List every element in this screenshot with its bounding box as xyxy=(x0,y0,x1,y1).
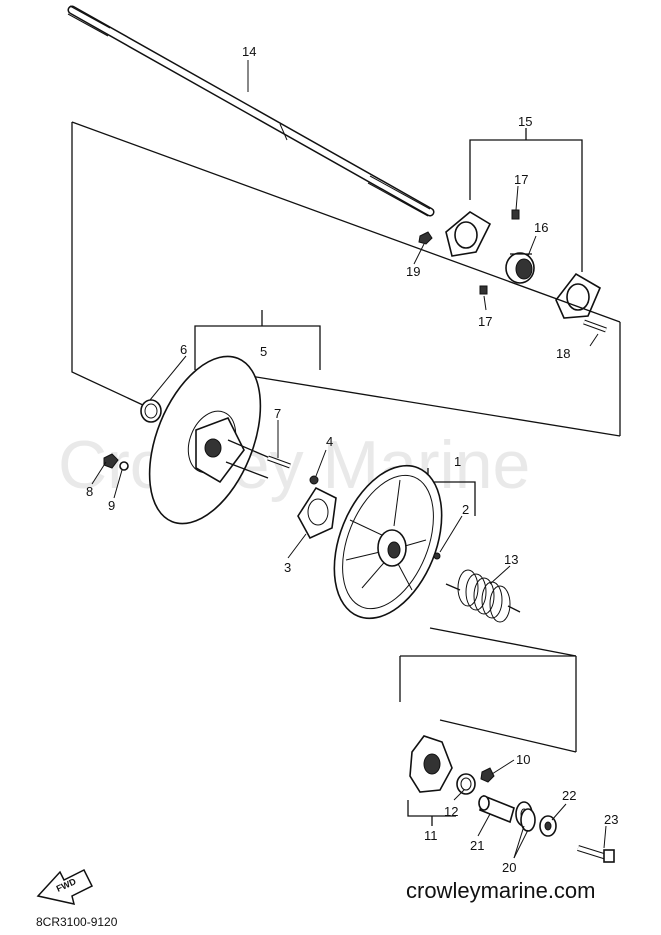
sheave-1 xyxy=(333,464,443,620)
callout-12: 12 xyxy=(444,804,458,819)
bushing-12 xyxy=(456,773,476,795)
sheave-5 xyxy=(148,355,271,525)
callout-7: 7 xyxy=(274,406,281,421)
bolt-8 xyxy=(103,453,119,469)
washer-9 xyxy=(119,461,129,471)
bearing xyxy=(505,252,535,284)
nut-19 xyxy=(418,231,433,245)
spring-13 xyxy=(445,569,521,623)
spacer-6 xyxy=(140,399,162,423)
bearing-housing-rear xyxy=(555,272,602,319)
fwd-arrow-icon: FWD xyxy=(36,868,94,905)
website-label: crowleymarine.com xyxy=(406,878,596,903)
callout-19: 19 xyxy=(406,264,420,279)
callout-22: 22 xyxy=(562,788,576,803)
callout-23: 23 xyxy=(604,812,618,827)
callout-9: 9 xyxy=(108,498,115,513)
callout-15: 15 xyxy=(518,114,532,129)
callout-16: 16 xyxy=(534,220,548,235)
bolt-7 xyxy=(267,455,291,469)
washer-20 xyxy=(515,801,536,832)
nut-10 xyxy=(480,767,495,783)
callout-21: 21 xyxy=(470,838,484,853)
cam-11 xyxy=(409,735,453,793)
drive-shaft xyxy=(67,5,435,217)
bolt-18 xyxy=(583,319,607,333)
screw-2 xyxy=(433,552,441,560)
callout-1: 1 xyxy=(454,454,461,469)
gasket-3 xyxy=(297,486,337,540)
callout-6: 6 xyxy=(180,342,187,357)
bearing-housing-front xyxy=(445,211,492,257)
nut-17-lower xyxy=(479,285,488,295)
callout-17-upper: 17 xyxy=(514,172,528,187)
collar-21 xyxy=(478,794,515,824)
bolt-23 xyxy=(577,845,615,863)
callout-8: 8 xyxy=(86,484,93,499)
callout-5: 5 xyxy=(260,344,267,359)
callout-14: 14 xyxy=(242,44,256,59)
callout-20: 20 xyxy=(502,860,516,875)
diagram-code: 8CR3100-9120 xyxy=(36,915,118,929)
callout-17-lower: 17 xyxy=(478,314,492,329)
leader-lines xyxy=(91,60,607,859)
callout-18: 18 xyxy=(556,346,570,361)
callout-3: 3 xyxy=(284,560,291,575)
callout-4: 4 xyxy=(326,434,333,449)
callout-2: 2 xyxy=(462,502,469,517)
callout-13: 13 xyxy=(504,552,518,567)
callout-10: 10 xyxy=(516,752,530,767)
screw-4 xyxy=(309,475,319,485)
nut-17-upper xyxy=(511,209,520,220)
washer-22 xyxy=(539,815,557,837)
watermark-text: Crowley Marine xyxy=(58,427,530,503)
callout-11: 11 xyxy=(424,828,438,843)
